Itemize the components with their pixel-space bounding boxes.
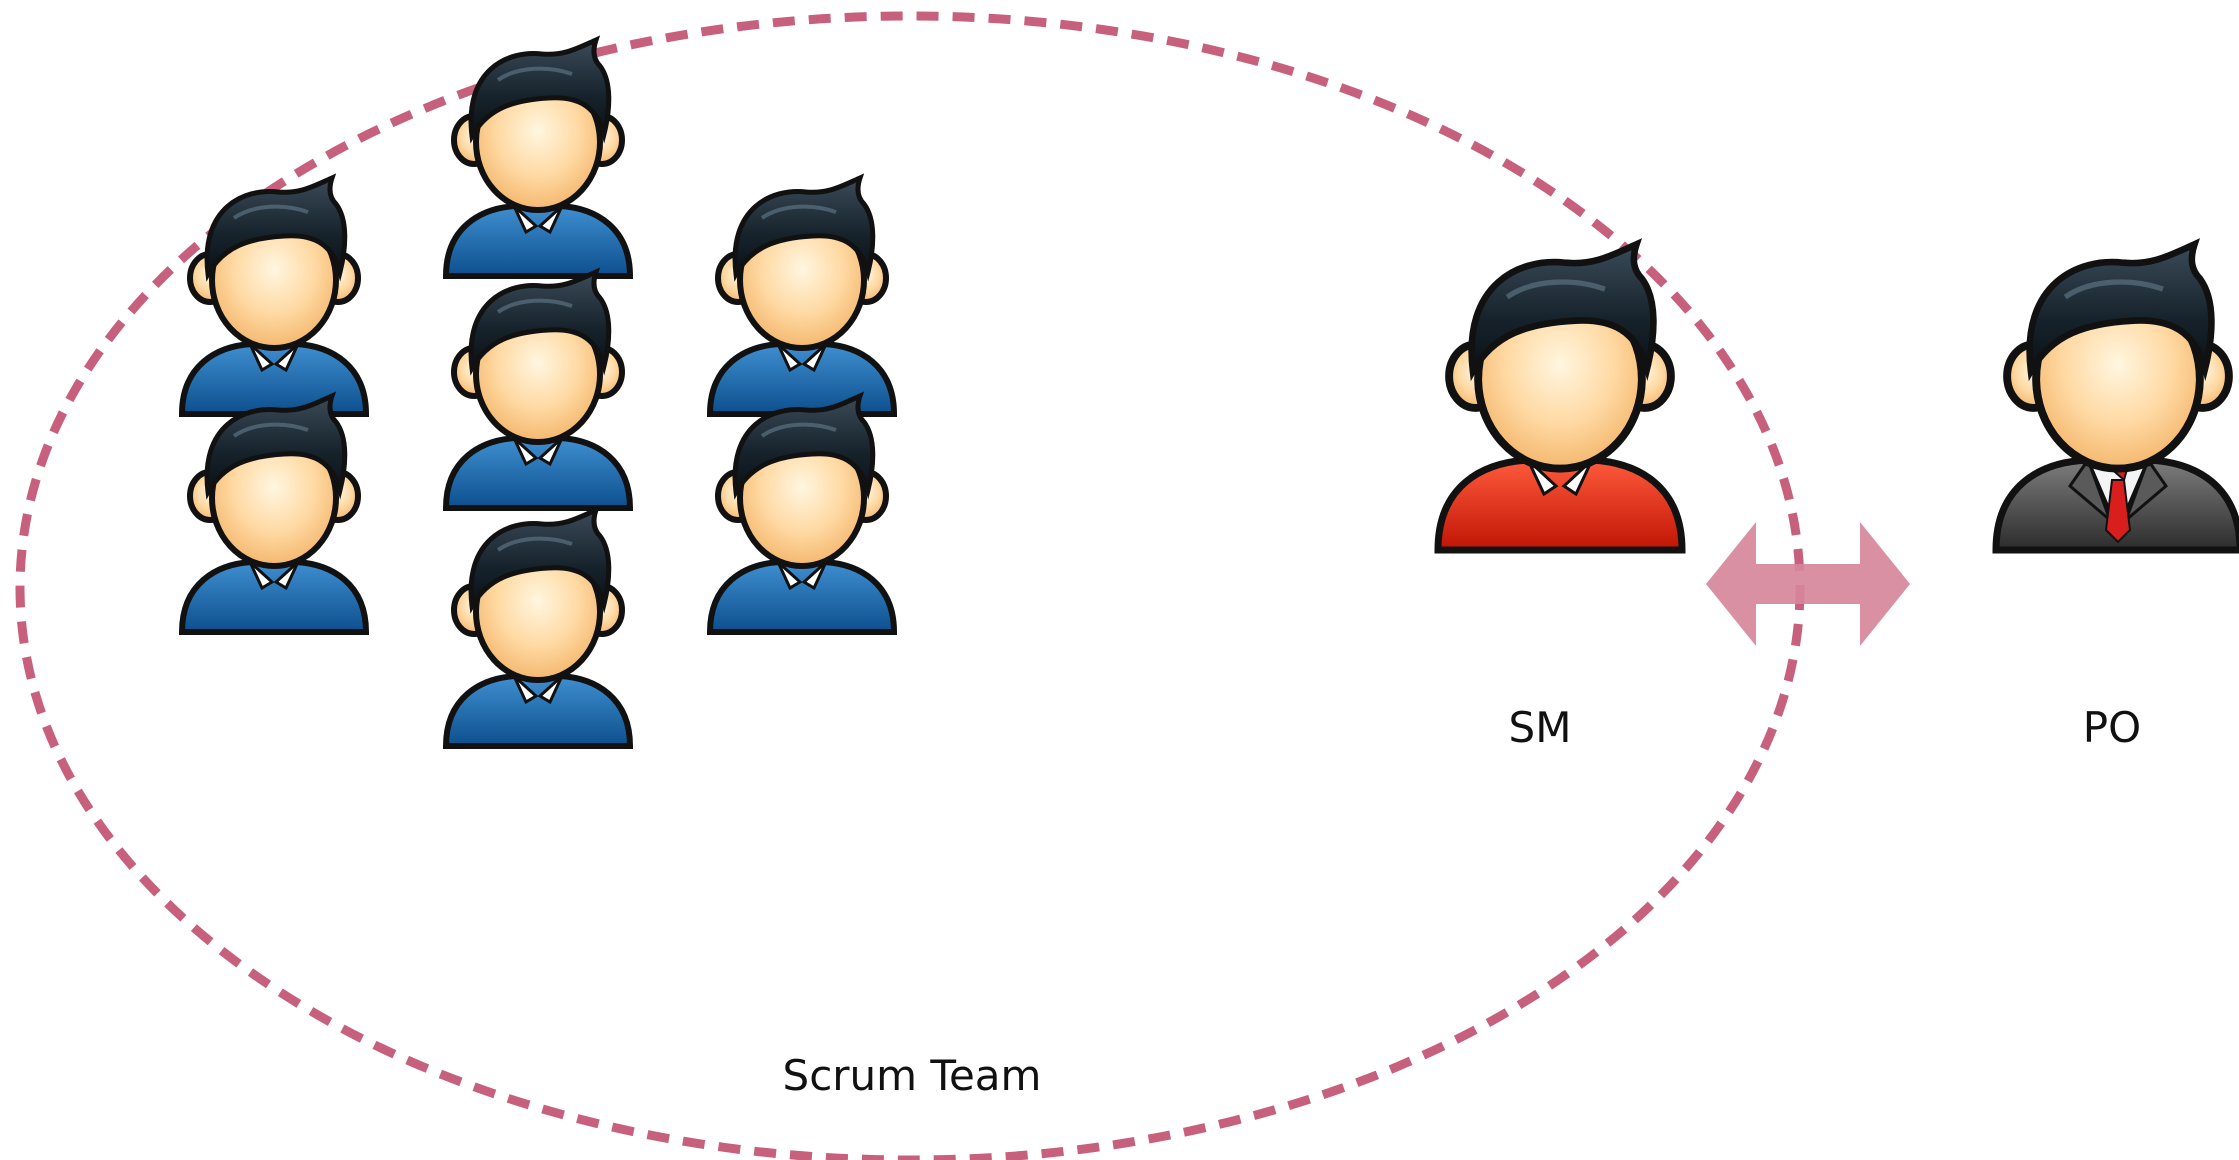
double-arrow-icon (1706, 522, 1910, 646)
team-member-icon (182, 178, 366, 414)
team-member-icon (710, 178, 894, 414)
scrum-master-icon (1438, 244, 1682, 550)
sm-label: SM (1509, 703, 1572, 752)
product-owner-icon (1996, 244, 2239, 550)
team-member-icon (446, 272, 630, 508)
scrum-team-label: Scrum Team (783, 1051, 1042, 1100)
team-member-icon (446, 40, 630, 276)
po-label: PO (2083, 703, 2141, 752)
team-member-icon (710, 396, 894, 632)
team-member-icon (446, 510, 630, 746)
team-member-icon (182, 396, 366, 632)
